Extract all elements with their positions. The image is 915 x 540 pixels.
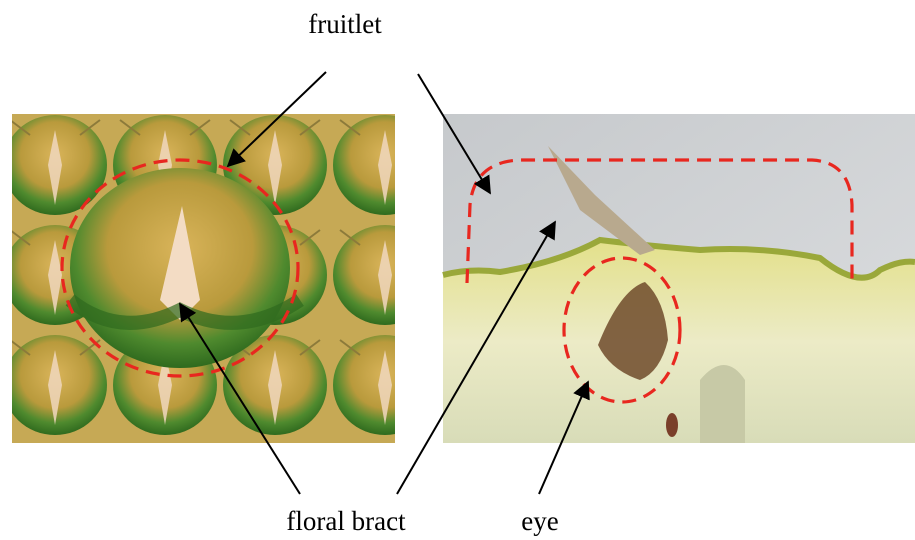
pineapple-cross-section-photo xyxy=(443,114,915,443)
fruitlet-label: fruitlet xyxy=(308,9,382,39)
floral-bract-label: floral bract xyxy=(286,506,406,536)
eye-label: eye xyxy=(521,506,558,536)
